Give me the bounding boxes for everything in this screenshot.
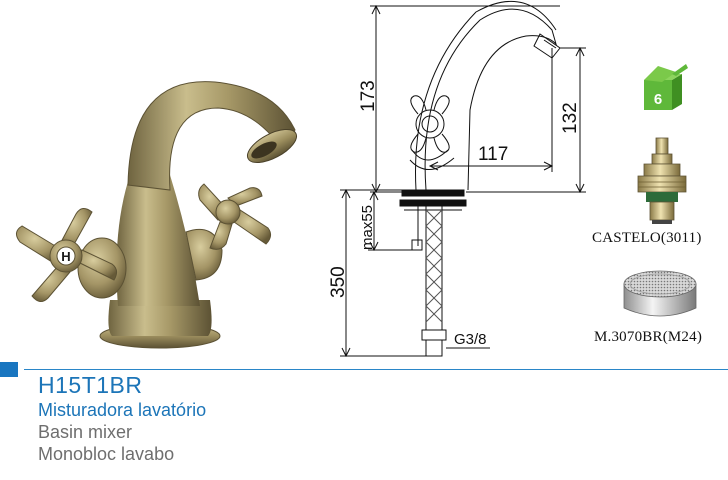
dim-spout-height: 132	[560, 102, 581, 134]
dim-spout-reach: 117	[478, 144, 508, 165]
warranty-years: 6	[654, 91, 662, 108]
section-divider	[24, 369, 728, 370]
product-name-pt: Misturadora lavatório	[38, 400, 207, 420]
section-marker	[0, 362, 18, 377]
cartridge-label: CASTELO(3011)	[592, 230, 702, 246]
product-title-block: H15T1BR Misturadora lavatório Basin mixe…	[38, 372, 206, 465]
hot-mark: H	[61, 249, 70, 264]
dim-height-total: 173	[358, 80, 379, 112]
cartridge-image	[637, 137, 687, 224]
technical-drawing: 173 132 117 max55 350 G3/8	[330, 0, 586, 358]
aerator-image	[623, 270, 697, 317]
product-code: H15T1BR	[38, 372, 143, 398]
hot-handle: H	[16, 208, 118, 302]
cold-handle	[198, 183, 272, 250]
dim-thread: G3/8	[454, 331, 487, 348]
aerator-label: M.3070BR(M24)	[594, 329, 703, 345]
dim-hose-length: 350	[330, 266, 349, 298]
product-photo: H	[16, 81, 297, 349]
product-name-en: Basin mixer	[38, 422, 133, 442]
dim-max-thickness: max55	[359, 205, 376, 250]
product-name-fr: Monobloc lavabo	[38, 444, 175, 464]
warranty-box-icon: 6	[644, 64, 688, 110]
